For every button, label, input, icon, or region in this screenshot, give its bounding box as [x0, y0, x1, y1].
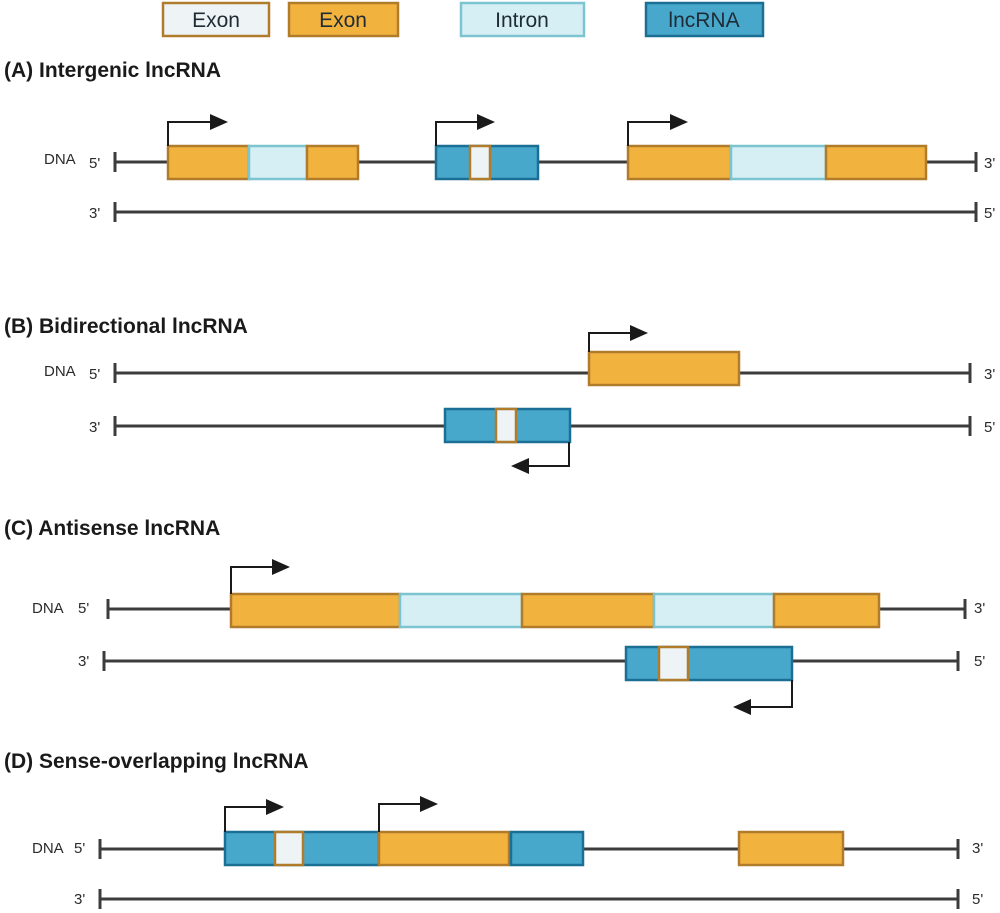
strand-5prime-label: 5'	[74, 840, 85, 857]
tss-arrow-icon	[230, 566, 275, 594]
strand-5prime-label: 5'	[984, 205, 995, 222]
strand-5prime-label: 5'	[89, 155, 100, 172]
top-strand: DNA 5' 3'	[44, 325, 995, 387]
tss-arrowhead-icon	[511, 458, 529, 474]
exon-block	[772, 592, 881, 629]
legend-label-exon-light: Exon	[192, 9, 240, 32]
legend-swatch-lncrna	[644, 1, 765, 38]
dna-label: DNA	[44, 363, 76, 380]
panel-title-antisense: (C) Antisense lncRNA	[4, 517, 220, 540]
exon-block	[166, 144, 251, 181]
bottom-strand: 3' 5'	[78, 645, 985, 715]
tss-arrowhead-icon	[210, 114, 228, 130]
exon-block	[520, 592, 656, 629]
exon-block	[587, 350, 741, 387]
tss-arrow-icon	[627, 121, 673, 146]
tss-arrow-icon	[224, 806, 269, 832]
strand-3prime-label: 3'	[974, 600, 985, 617]
exon-block	[737, 830, 845, 867]
strand-3prime-label: 3'	[972, 840, 983, 857]
tss-arrow-icon	[378, 803, 423, 832]
strand-5prime-label: 5'	[89, 366, 100, 383]
dna-label: DNA	[44, 151, 76, 168]
strand-5prime-label: 5'	[974, 653, 985, 670]
legend-item-intron: Intron	[459, 1, 586, 38]
exon-light-block	[494, 407, 518, 444]
strand-3prime-label: 3'	[984, 366, 995, 383]
tss-arrowhead-icon	[630, 325, 648, 341]
panel-title-sense-overlapping: (D) Sense-overlapping lncRNA	[4, 750, 309, 773]
top-strand: DNA 5' 3'	[44, 114, 995, 181]
panel-antisense: (C) Antisense lncRNA DNA 5' 3' 3' 5'	[4, 517, 985, 715]
bottom-strand: 3' 5'	[74, 889, 983, 909]
tss-arrow-icon	[526, 442, 570, 467]
exon-block	[229, 592, 402, 629]
strand-3prime-label: 3'	[78, 653, 89, 670]
strand-3prime-label: 3'	[984, 155, 995, 172]
legend-item-exon: Exon	[287, 1, 400, 38]
tss-arrow-icon	[748, 680, 793, 708]
exon-block	[824, 144, 928, 181]
legend: Exon Exon Intron lncRNA	[161, 1, 765, 38]
intron-block	[247, 144, 309, 181]
legend-label-exon: Exon	[319, 9, 367, 32]
strand-3prime-label: 3'	[74, 891, 85, 908]
strand-5prime-label: 5'	[984, 419, 995, 436]
tss-arrowhead-icon	[477, 114, 495, 130]
top-strand: DNA 5' 3'	[32, 796, 983, 867]
panel-sense-overlapping: (D) Sense-overlapping lncRNA DNA 5' 3' 3…	[4, 750, 983, 909]
legend-label-intron: Intron	[495, 9, 549, 32]
dna-label: DNA	[32, 600, 64, 617]
tss-arrow-icon	[435, 121, 480, 146]
exon-block	[377, 830, 511, 867]
panel-title-intergenic: (A) Intergenic lncRNA	[4, 59, 221, 82]
tss-arrowhead-icon	[266, 799, 284, 815]
tss-arrow-icon	[588, 332, 633, 352]
panel-intergenic: (A) Intergenic lncRNA DNA 5' 3'	[4, 59, 995, 222]
legend-swatch-exon	[287, 1, 400, 38]
strand-3prime-label: 3'	[89, 205, 100, 222]
tss-arrow-icon	[167, 121, 213, 146]
strand-5prime-label: 5'	[972, 891, 983, 908]
legend-label-lncrna: lncRNA	[668, 9, 739, 32]
lncrna-block	[509, 830, 585, 867]
tss-arrowhead-icon	[733, 699, 751, 715]
panel-bidirectional: (B) Bidirectional lncRNA DNA 5' 3' 3' 5'	[4, 315, 995, 474]
legend-item-lncrna: lncRNA	[644, 1, 765, 38]
legend-swatch-intron	[459, 1, 586, 38]
exon-light-block	[273, 830, 305, 867]
bottom-strand: 3' 5'	[89, 407, 995, 474]
exon-block	[626, 144, 733, 181]
dna-label: DNA	[32, 840, 64, 857]
top-strand: DNA 5' 3'	[32, 559, 985, 629]
panel-title-bidirectional: (B) Bidirectional lncRNA	[4, 315, 248, 338]
exon-block	[305, 144, 360, 181]
intron-block	[652, 592, 776, 629]
tss-arrowhead-icon	[420, 796, 438, 812]
lncrna-block	[624, 645, 794, 682]
exon-light-block	[468, 144, 492, 181]
legend-swatch-exon-light	[161, 1, 271, 38]
legend-item-exon-light: Exon	[161, 1, 271, 38]
tss-arrowhead-icon	[272, 559, 290, 575]
intron-block	[398, 592, 524, 629]
strand-5prime-label: 5'	[78, 600, 89, 617]
strand-3prime-label: 3'	[89, 419, 100, 436]
exon-light-block	[657, 645, 690, 682]
tss-arrowhead-icon	[670, 114, 688, 130]
bottom-strand: 3' 5'	[89, 202, 995, 222]
intron-block	[729, 144, 828, 181]
